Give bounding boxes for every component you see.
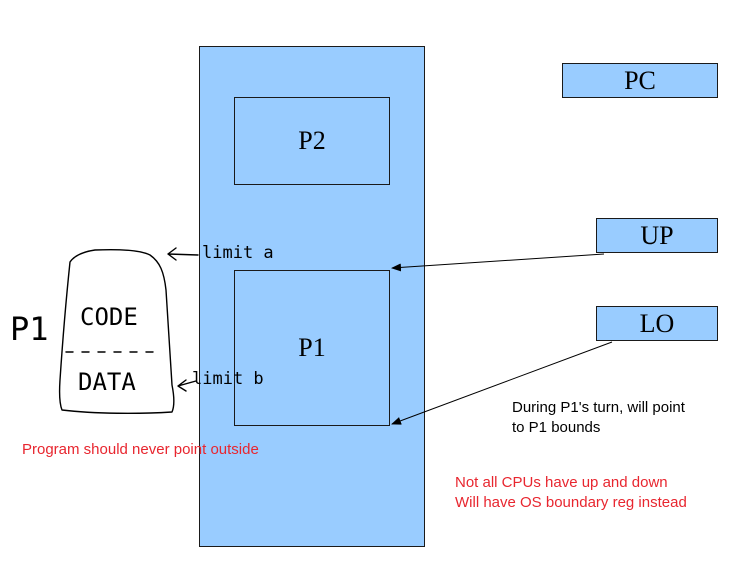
lo-register-box: LO bbox=[596, 306, 718, 341]
p1-label: P1 bbox=[298, 333, 326, 362]
pc-register-box: PC bbox=[562, 63, 718, 98]
up-label: UP bbox=[640, 220, 674, 250]
process-p1-box: P1 bbox=[234, 270, 390, 426]
handwritten-data-label: DATA bbox=[78, 368, 136, 396]
p1-turn-note-line1: During P1's turn, will point bbox=[512, 399, 685, 416]
lo-label: LO bbox=[639, 308, 675, 338]
handwritten-p1-label: P1 bbox=[10, 310, 49, 348]
pc-label: PC bbox=[624, 65, 656, 95]
process-p2-box: P2 bbox=[234, 97, 390, 185]
limit-a-arrow bbox=[167, 247, 199, 261]
p1-turn-note: During P1's turn, will point to P1 bound… bbox=[512, 398, 685, 438]
handwritten-code-label: CODE bbox=[80, 303, 138, 331]
p2-label: P2 bbox=[298, 126, 326, 155]
p1-turn-note-line2: to P1 bounds bbox=[512, 419, 601, 436]
cpu-registers-note-line2: Will have OS boundary reg instead bbox=[455, 494, 687, 511]
limit-b-arrow bbox=[177, 379, 197, 392]
up-register-box: UP bbox=[596, 218, 718, 253]
cpu-registers-note: Not all CPUs have up and down Will have … bbox=[455, 473, 687, 513]
sketch-outline bbox=[58, 248, 175, 414]
program-bounds-note: Program should never point outside bbox=[22, 441, 259, 458]
cpu-registers-note-line1: Not all CPUs have up and down bbox=[455, 474, 668, 491]
